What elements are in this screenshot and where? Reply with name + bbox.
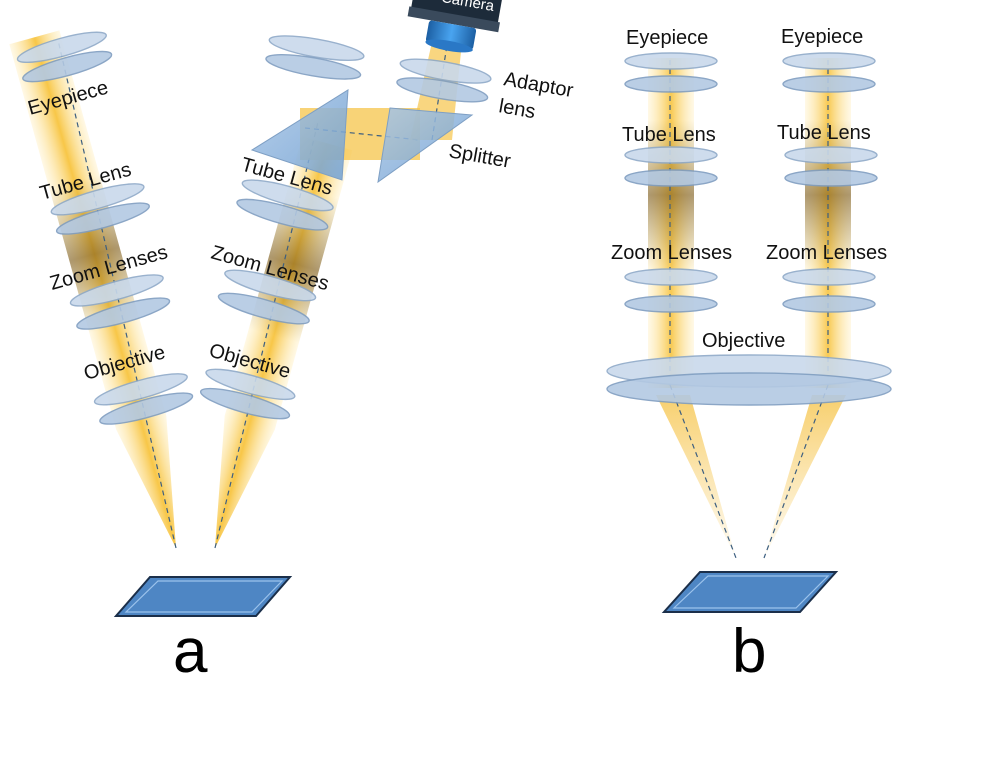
panel-a: Eyepiece Tube Lens Zoom Lenses Objective <box>9 0 575 686</box>
label-b-right-tube-lens: Tube Lens <box>777 122 871 144</box>
adaptor-lens <box>396 58 492 103</box>
right-zoom-lenses <box>217 269 317 325</box>
panel-b: Eyepiece Eyepiece Tube Lens Tube Lens Zo… <box>606 26 892 686</box>
right-tube-lens <box>236 179 334 231</box>
label-a-adaptor-line2: lens <box>497 95 537 123</box>
left-optical-axis <box>57 39 177 549</box>
b-common-objective <box>606 354 892 406</box>
right-optical-axis <box>214 121 319 549</box>
splitter-prism-left <box>250 89 349 181</box>
label-b-objective: Objective <box>702 330 785 352</box>
panel-a-left-path: Eyepiece Tube Lens Zoom Lenses Objective <box>9 30 194 549</box>
splitter-prism-right <box>377 107 474 184</box>
panel-a-right-path: Camera Tube Lens Zoom Lenses Objective S… <box>199 0 575 549</box>
caption-b: b <box>732 617 766 686</box>
left-tube-lens <box>50 183 150 235</box>
label-b-right-zoom-lenses: Zoom Lenses <box>766 242 887 264</box>
label-b-left-eyepiece: Eyepiece <box>626 27 708 49</box>
camera: Camera <box>407 0 505 53</box>
b-right-zoom-lenses <box>782 268 876 313</box>
label-b-left-zoom-lenses: Zoom Lenses <box>611 242 732 264</box>
label-a-splitter: Splitter <box>447 140 512 173</box>
specimen-slide-a <box>113 576 293 617</box>
caption-a: a <box>173 617 208 686</box>
left-eyepiece-lens <box>16 31 113 83</box>
specimen-slide-b <box>661 571 839 613</box>
label-b-right-eyepiece: Eyepiece <box>781 26 863 48</box>
right-eyepiece-lens <box>265 35 365 80</box>
left-zoom-lenses <box>69 274 171 330</box>
right-objective-lens <box>199 368 296 420</box>
b-right-tube-lens <box>784 146 878 187</box>
b-left-tube-lens <box>624 146 718 187</box>
panel-b-left-beam <box>648 58 736 558</box>
b-right-eyepiece-lens <box>782 52 876 93</box>
b-left-zoom-lenses <box>624 268 718 313</box>
label-b-left-tube-lens: Tube Lens <box>622 124 716 146</box>
left-objective-lens <box>93 373 194 425</box>
b-left-eyepiece-lens <box>624 52 718 93</box>
